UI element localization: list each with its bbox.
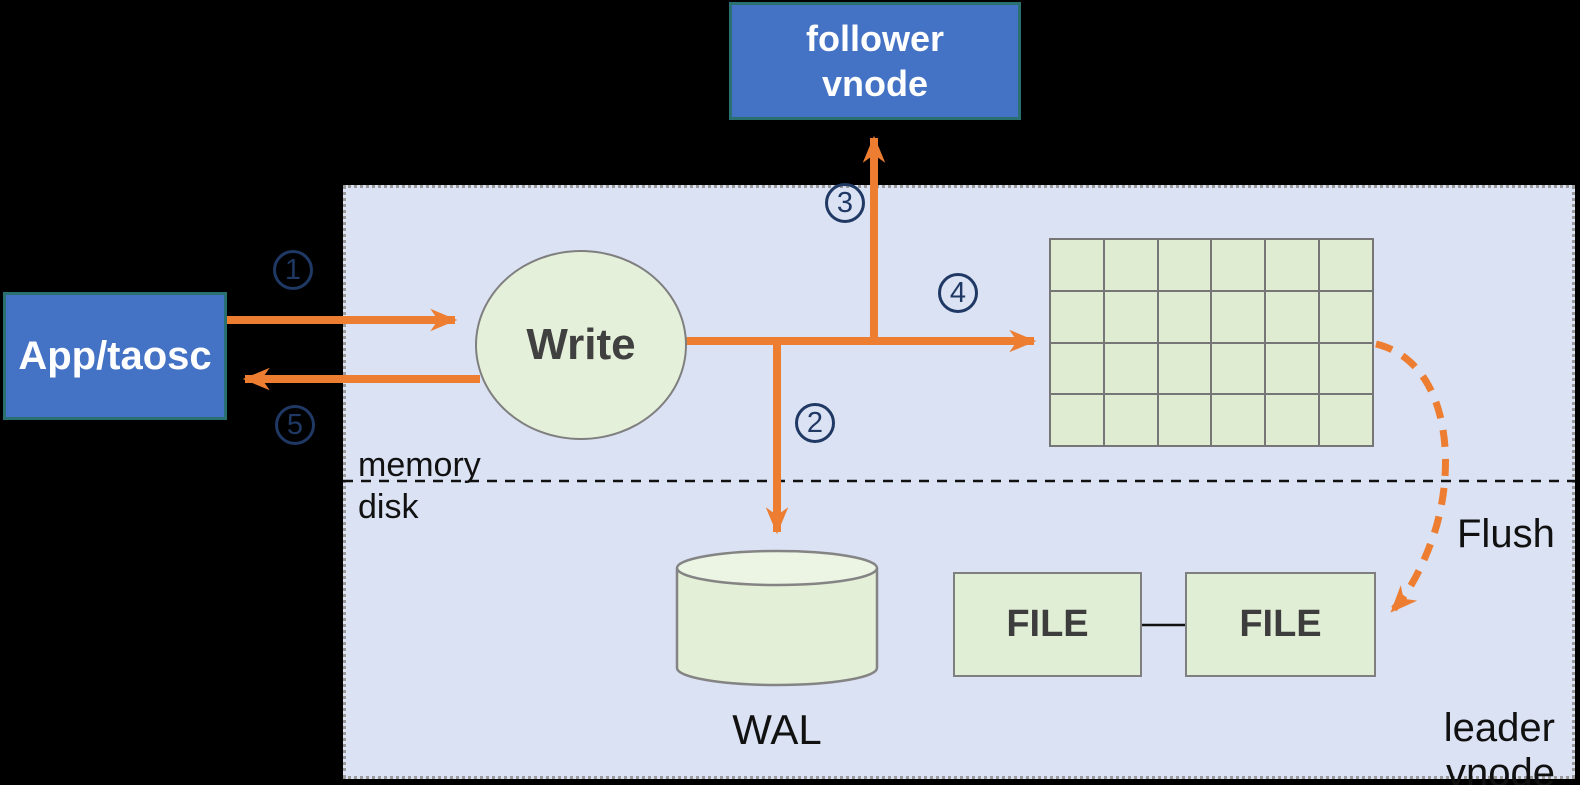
follower-vnode-box: follower vnode <box>729 2 1021 120</box>
app-taosc-label: App/taosc <box>18 333 212 378</box>
disk-zone-label: disk <box>358 488 419 526</box>
leader-vnode-label: leader vnode <box>1443 706 1555 785</box>
step-badge-5: 5 <box>275 405 315 445</box>
file-box-right: FILE <box>1185 572 1376 677</box>
file-left-label: FILE <box>1006 603 1089 645</box>
write-node: Write <box>475 250 687 440</box>
memtable-grid <box>1049 238 1374 447</box>
flush-label: Flush <box>1457 512 1555 556</box>
file-box-left: FILE <box>953 572 1142 677</box>
step-badge-2: 2 <box>795 403 835 443</box>
step-badge-3: 3 <box>825 183 865 223</box>
follower-vnode-label: follower vnode <box>805 18 944 104</box>
app-taosc-box: App/taosc <box>3 292 227 420</box>
write-label: Write <box>526 320 636 369</box>
file-right-label: FILE <box>1239 603 1322 645</box>
step-badge-4: 4 <box>938 273 978 313</box>
wal-label: WAL <box>732 706 822 753</box>
memory-zone-label: memory <box>358 446 481 484</box>
step-badge-1: 1 <box>273 250 313 290</box>
